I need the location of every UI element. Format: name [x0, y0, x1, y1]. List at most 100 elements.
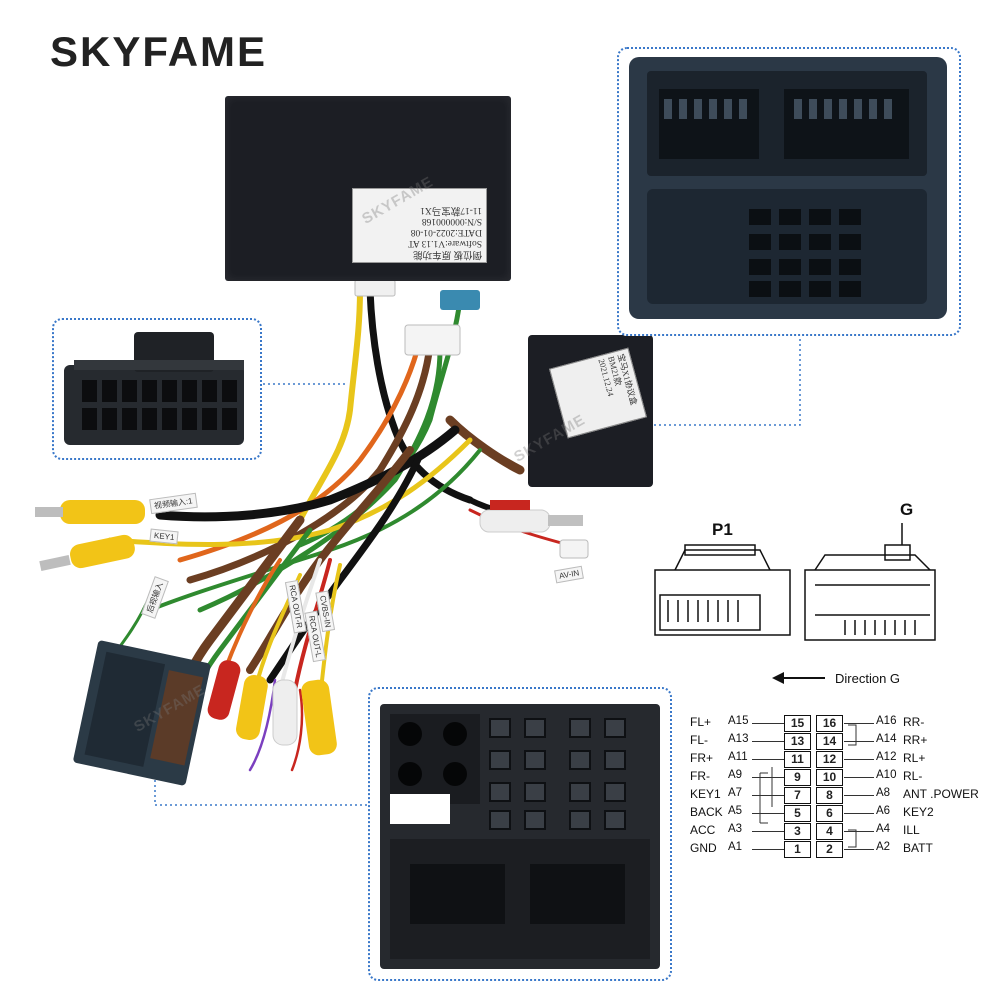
pin-left-name: FR+: [690, 751, 714, 765]
direction-arrow-icon: [772, 672, 825, 684]
inset-harness-connector: [368, 687, 672, 981]
pin-right-name: BATT: [903, 841, 933, 855]
pin-leader-line: [844, 813, 874, 814]
pin-leader-line: [752, 759, 784, 760]
pin-row: FR- A9 9 10 A10 RL-: [690, 769, 995, 786]
pin-right-number: 10: [816, 769, 843, 786]
connector-g-label: G: [900, 500, 914, 519]
pin-right-number: 4: [816, 823, 843, 840]
rca-plug-white-red: [479, 500, 583, 533]
pinout-brackets: [759, 724, 857, 848]
module-sticker-line: DATE:2022-01-08: [410, 227, 482, 237]
pin-leader-line: [844, 795, 874, 796]
connector-p1-drawing: [654, 544, 791, 636]
pin-left-name: FR-: [690, 769, 710, 783]
pin-leader-line: [752, 723, 784, 724]
pin-right-name: RR-: [903, 715, 925, 729]
pin-left-number: 7: [784, 787, 811, 804]
pin-left-name: BACK: [690, 805, 723, 819]
pin-left-number: 11: [784, 751, 811, 768]
pin-left-name: KEY1: [690, 787, 721, 801]
rca-plug-yellow-bottom: [236, 674, 268, 740]
small-connector-white: [559, 539, 589, 559]
pin-right-number: 6: [816, 805, 843, 822]
pin-right-code: A6: [876, 805, 891, 817]
pin-right-name: ILL: [903, 823, 920, 837]
pin-right-number: 16: [816, 715, 843, 732]
pin-left-code: A11: [728, 751, 748, 763]
small-connector-top: [404, 324, 461, 356]
pin-right-code: A8: [876, 787, 891, 799]
rca-plug-yellow-1: [35, 500, 145, 524]
pin-left-code: A9: [728, 769, 743, 781]
pin-right-name: RL-: [903, 769, 923, 783]
pin-left-name: GND: [690, 841, 717, 855]
module-sticker: 倒位板 原车功能 Software:V1.13 AT DATE:2022-01-…: [352, 188, 487, 263]
pin-leader-line: [844, 849, 874, 850]
pin-left-name: FL+: [690, 715, 712, 729]
pin-row: FR+ A11 11 12 A12 RL+: [690, 751, 995, 768]
pin-right-number: 8: [816, 787, 843, 804]
leader-line-quadlock: [640, 334, 801, 426]
pin-right-code: A4: [876, 823, 891, 835]
pin-left-number: 13: [784, 733, 811, 750]
rca-plug-yellow-2: [39, 534, 135, 572]
pin-left-number: 5: [784, 805, 811, 822]
pin-left-name: ACC: [690, 823, 716, 837]
rca-plug-white-bottom: [272, 679, 298, 746]
pin-right-code: A10: [876, 769, 897, 781]
pin-leader-line: [844, 723, 874, 724]
module-connector-white: [354, 279, 396, 297]
brand-logo: SKYFAME: [50, 28, 268, 75]
pin-right-code: A14: [876, 733, 897, 745]
rca-plugs: [35, 279, 589, 756]
pin-leader-line: [752, 741, 784, 742]
module-sticker-line: Software:V1.13 AT: [408, 238, 482, 248]
inset-car-connector: [617, 47, 961, 336]
pin-right-code: A16: [876, 715, 897, 727]
pin-right-code: A12: [876, 751, 897, 763]
pin-leader-line: [752, 831, 784, 832]
pin-left-code: A13: [728, 733, 749, 745]
pin-left-number: 1: [784, 841, 811, 858]
pin-leader-line: [752, 813, 784, 814]
car-connector-photo: [629, 57, 947, 319]
harness-connector-quadlock: [73, 640, 211, 786]
pin-left-code: A7: [728, 787, 743, 799]
pin-left-number: 9: [784, 769, 811, 786]
pin-row: FL+ A15 15 16 A16 RR-: [690, 715, 995, 732]
pin-right-number: 12: [816, 751, 843, 768]
pin-leader-line: [752, 849, 784, 850]
pin-right-name: KEY2: [903, 805, 934, 819]
connector-line-drawings: [654, 523, 936, 641]
rca-plug-yellow-bottom-2: [301, 679, 337, 756]
pin-right-number: 14: [816, 733, 843, 750]
pin-leader-line: [752, 795, 784, 796]
pin-right-name: RR+: [903, 733, 928, 747]
pin-leader-line: [844, 741, 874, 742]
module-sticker-line: 倒位板 原车功能: [413, 249, 482, 259]
pin-left-number: 15: [784, 715, 811, 732]
pin-left-code: A15: [728, 715, 749, 727]
pin-right-code: A2: [876, 841, 891, 853]
pin-left-code: A1: [728, 841, 743, 853]
pin-right-name: RL+: [903, 751, 926, 765]
pin-leader-line: [844, 777, 874, 778]
pin-left-code: A5: [728, 805, 743, 817]
connector-p1-label: P1: [712, 520, 733, 539]
pin-right-number: 2: [816, 841, 843, 858]
connector-g-drawing: [804, 523, 936, 641]
pin-left-code: A3: [728, 823, 743, 835]
pin-leader-line: [844, 831, 874, 832]
pin-left-number: 3: [784, 823, 811, 840]
fakra-connector-blue: [440, 290, 480, 310]
direction-label: Direction G: [835, 671, 901, 686]
pin-right-name: ANT .POWER: [903, 787, 979, 801]
